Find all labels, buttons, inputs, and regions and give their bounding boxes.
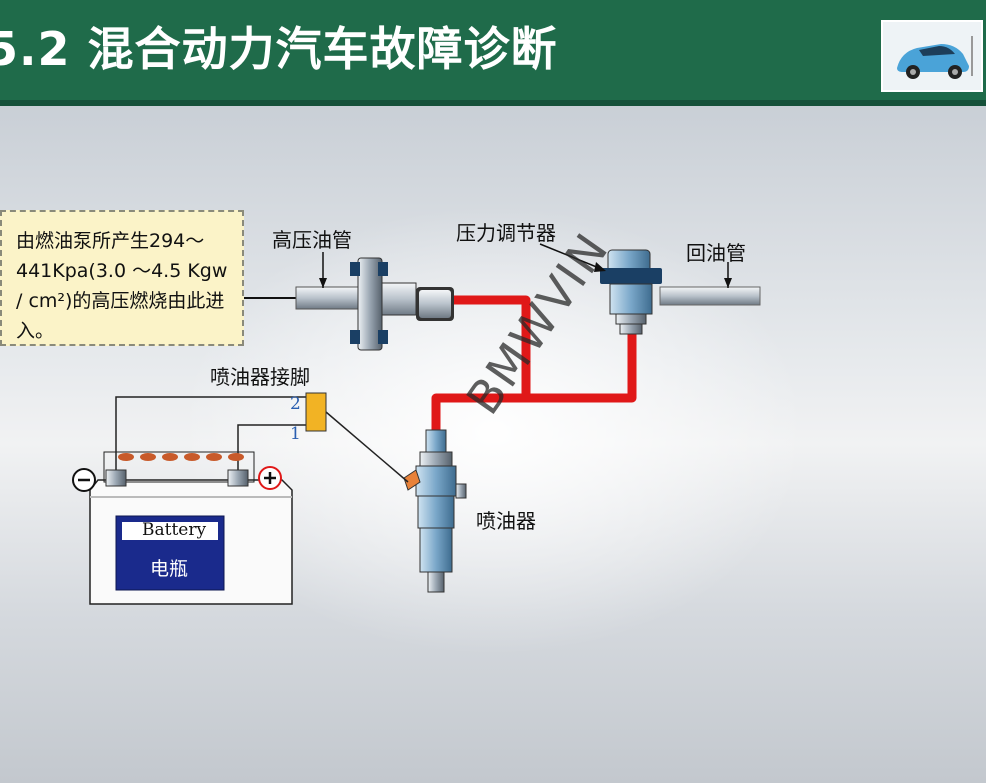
battery-label-en: Battery <box>142 520 207 540</box>
car-thumbnail <box>881 20 983 92</box>
label-high-pressure-pipe: 高压油管 <box>272 228 352 252</box>
return-pipe <box>659 262 761 306</box>
label-injector: 喷油器 <box>476 509 536 533</box>
title-bar: 5.2 混合动力汽车故障诊断 <box>0 0 986 106</box>
fuel-rail <box>431 295 637 434</box>
high-pressure-pipe <box>295 252 361 310</box>
label-pin-2: 2 <box>290 394 301 414</box>
label-pin-1: 1 <box>290 424 301 444</box>
label-pressure-regulator: 压力调节器 <box>456 221 556 245</box>
label-injector-connector: 喷油器接脚 <box>210 365 310 389</box>
label-return-pipe: 回油管 <box>686 241 746 265</box>
battery-label-cn: 电瓶 <box>150 558 189 580</box>
pressure-regulator <box>539 243 662 335</box>
injector-connector <box>305 392 327 432</box>
battery <box>72 451 293 605</box>
fuel-injector <box>403 429 467 593</box>
info-note: 由燃油泵所产生294～441Kpa(3.0 ～4.5 Kgw / cm²)的高压… <box>0 210 244 346</box>
flange-fitting <box>350 257 454 351</box>
page-title: 5.2 混合动力汽车故障诊断 <box>0 22 558 76</box>
